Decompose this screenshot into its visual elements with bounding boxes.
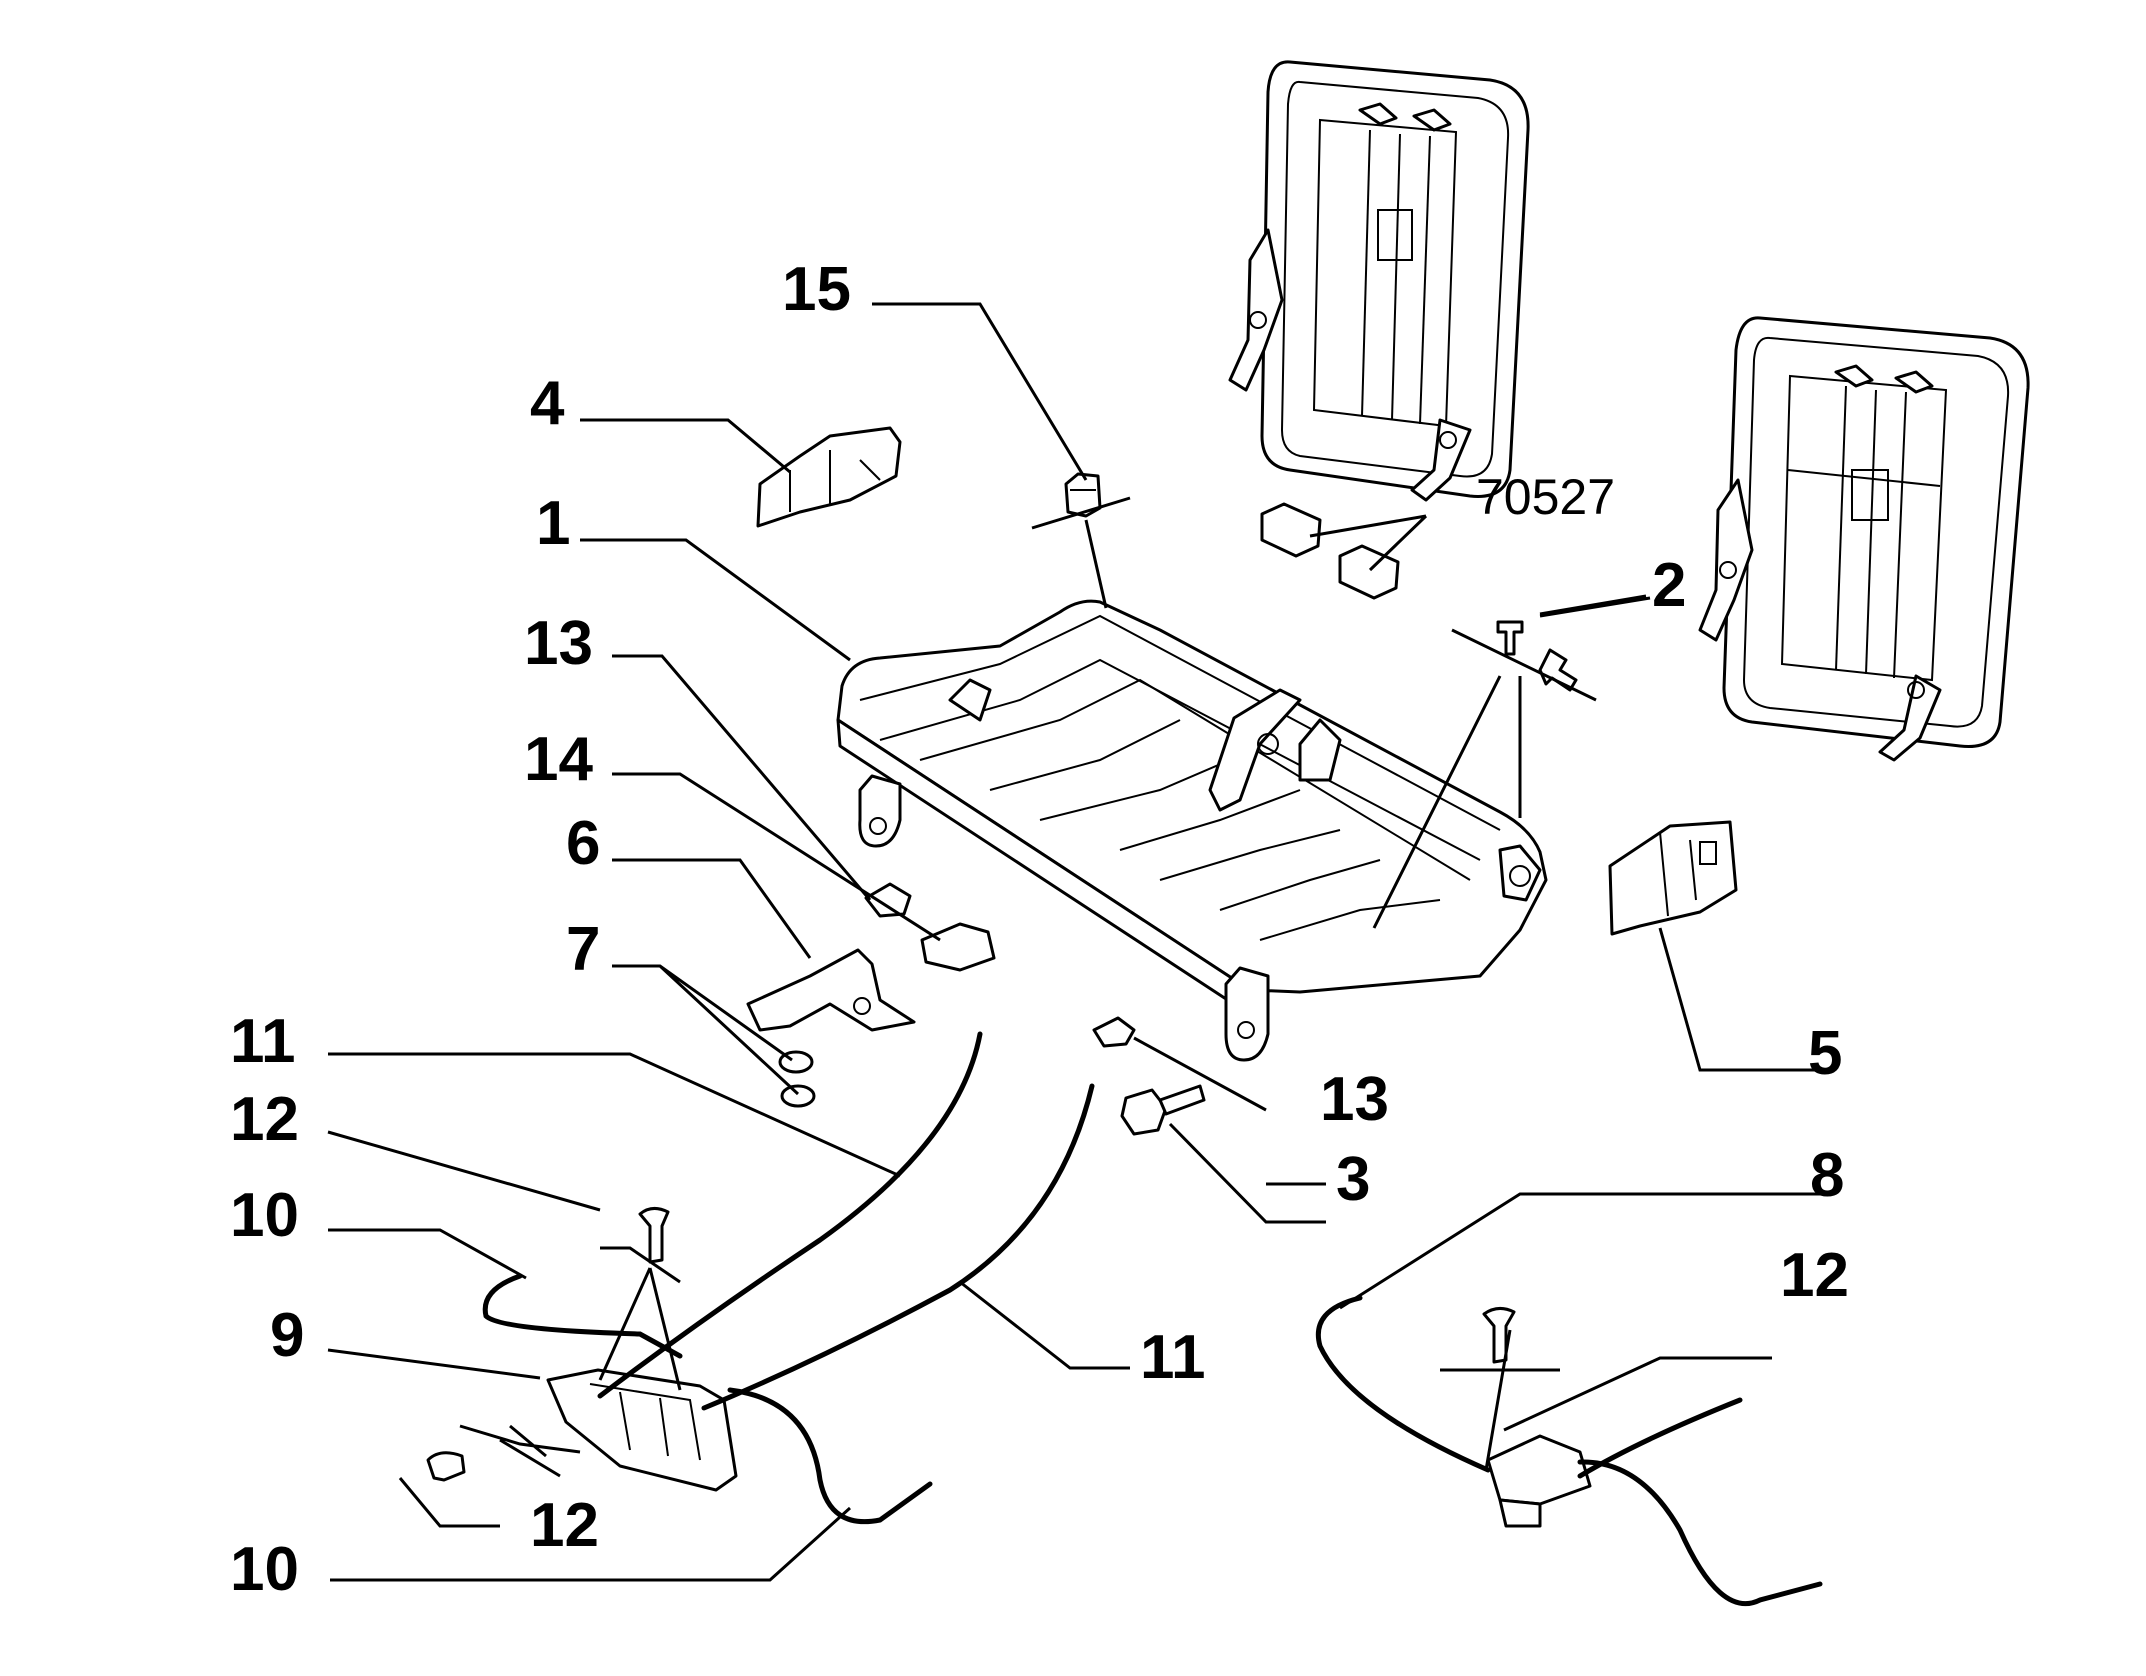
backrest-frame-left <box>1228 60 1530 502</box>
label-14: 14 <box>524 725 593 794</box>
part-5-bracket <box>1608 820 1738 936</box>
label-10-top: 10 <box>230 1181 299 1250</box>
label-10-bottom: 10 <box>230 1535 299 1604</box>
part-9-latch <box>546 1368 738 1492</box>
label-12-right: 12 <box>1780 1241 1849 1310</box>
part-14-clip <box>920 922 996 972</box>
part-7-nuts <box>778 1050 816 1108</box>
label-13-mid: 13 <box>1320 1065 1389 1134</box>
part-12-pins <box>426 1207 1516 1482</box>
part-4-bracket <box>756 426 902 528</box>
label-13-top: 13 <box>524 609 593 678</box>
label-15: 15 <box>782 255 851 324</box>
label-12-bottom: 12 <box>530 1491 599 1560</box>
label-1: 1 <box>536 489 570 558</box>
part-13-clips <box>864 882 1136 1048</box>
part-6-bracket <box>746 948 916 1032</box>
label-70527: 70527 <box>1476 469 1615 525</box>
label-4: 4 <box>530 369 565 438</box>
leader-lines <box>327 302 1826 1582</box>
seat-base-frame <box>836 599 1548 1062</box>
cables <box>482 1031 1823 1607</box>
part-2-bolts <box>1496 620 1578 692</box>
label-11-mid: 11 <box>1140 1323 1206 1392</box>
backrest-frame-right <box>1698 316 2030 762</box>
label-7: 7 <box>566 915 600 984</box>
label-11-left: 11 <box>230 1007 296 1076</box>
part-70527-connectors <box>1260 502 1400 600</box>
label-12-left: 12 <box>230 1085 299 1154</box>
label-3: 3 <box>1336 1145 1370 1214</box>
label-2: 2 <box>1652 551 1686 620</box>
label-5: 5 <box>1808 1019 1842 1088</box>
label-9: 9 <box>270 1301 304 1370</box>
label-8: 8 <box>1810 1141 1844 1210</box>
label-6: 6 <box>566 809 600 878</box>
part-8-latch <box>1486 1434 1592 1528</box>
part-3-bolt <box>1120 1084 1206 1136</box>
